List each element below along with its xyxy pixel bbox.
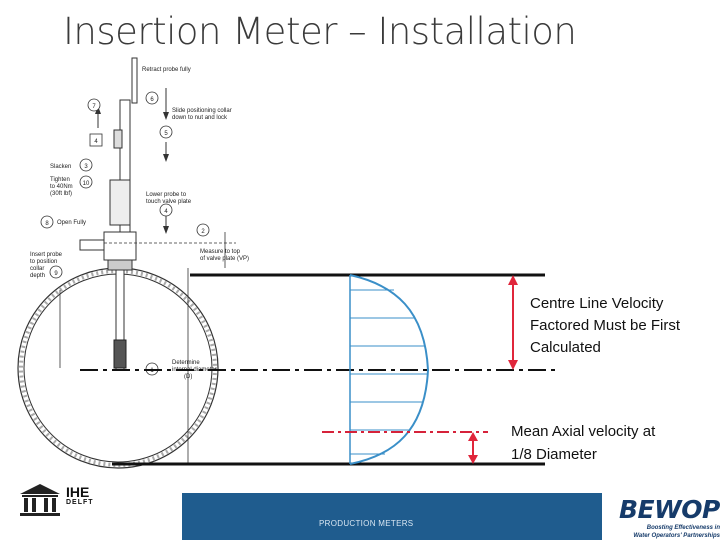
step-number: 7 bbox=[92, 104, 96, 110]
label-slide-collar: down to nut and lock bbox=[172, 115, 228, 121]
arrowhead-7 bbox=[95, 106, 101, 114]
step-number: 9 bbox=[54, 271, 58, 277]
ihe-logo-word: IHE bbox=[66, 484, 90, 500]
ihe-logo: IHE DELFT bbox=[14, 478, 124, 538]
pipe-drawing: 7 6 5 4 3 10 4 8 2 9 1 Retract probe ful… bbox=[17, 57, 249, 469]
ihe-logo-sub: DELFT bbox=[66, 499, 94, 506]
velocity-profile bbox=[349, 274, 430, 465]
label-open-fully: Open Fully bbox=[57, 220, 86, 226]
annotation-line: 1/8 Diameter bbox=[511, 446, 597, 463]
arrowhead-collar bbox=[163, 154, 169, 162]
step-marker bbox=[89, 133, 103, 147]
arrowhead-bottom bbox=[508, 360, 518, 370]
probe-top-rod bbox=[131, 57, 138, 104]
step-marker bbox=[159, 203, 173, 217]
unesco-temple-icon bbox=[20, 484, 60, 516]
mean-axial-annotation: Mean Axial velocity at 1/8 Diameter bbox=[511, 420, 655, 466]
label-retract: Retract probe fully bbox=[142, 67, 191, 73]
label-tighten: Tighten bbox=[50, 177, 70, 183]
label-tighten: to 40Nm bbox=[50, 184, 73, 190]
label-tighten: (30ft lbf) bbox=[50, 191, 72, 197]
step-number: 5 bbox=[164, 131, 168, 137]
step-number: 6 bbox=[150, 97, 154, 103]
step-marker bbox=[79, 158, 93, 172]
step-marker bbox=[49, 265, 63, 279]
step-number: 8 bbox=[45, 221, 49, 227]
label-insert-probe: depth bbox=[30, 273, 45, 279]
label-insert-probe: to position bbox=[30, 259, 57, 265]
step-marker bbox=[196, 223, 210, 237]
bewop-tagline: Boosting Effectiveness in Water Operator… bbox=[620, 524, 720, 540]
slide-title: Insertion Meter – Installation bbox=[63, 10, 577, 53]
bewop-tagline-line: Boosting Effectiveness in bbox=[646, 525, 720, 531]
step-marker bbox=[79, 175, 93, 189]
step-marker bbox=[87, 98, 101, 112]
label-determine: internal diameter bbox=[172, 367, 217, 373]
step-marker bbox=[145, 91, 159, 105]
label-measure: Measure to top bbox=[200, 249, 241, 255]
annotation-line: Mean Axial velocity at bbox=[511, 423, 656, 440]
label-slacken: Slacken bbox=[50, 164, 71, 170]
annotation-line: Centre Line Velocity bbox=[530, 295, 664, 312]
footer-bar: PRODUCTION METERS bbox=[182, 493, 602, 540]
label-lower-probe: Lower probe to bbox=[146, 192, 187, 198]
label-insert-probe: Insert probe bbox=[30, 252, 63, 258]
bewop-logo: BEWOP Boosting Effectiveness in Water Op… bbox=[612, 495, 720, 540]
annotation-line: Factored Must be First bbox=[530, 317, 681, 334]
step-marker bbox=[159, 125, 173, 139]
footer-text: PRODUCTION METERS bbox=[319, 519, 414, 528]
step-markers: 7 6 5 4 3 10 4 8 2 9 1 bbox=[40, 91, 210, 376]
centre-line-annotation: Centre Line Velocity Factored Must be Fi… bbox=[530, 293, 680, 359]
valve-body bbox=[103, 231, 137, 261]
step-number: 4 bbox=[164, 209, 168, 215]
step-marker bbox=[40, 215, 54, 229]
annotation-line: Calculated bbox=[530, 339, 601, 356]
probe-sensor-tip bbox=[113, 339, 127, 369]
bewop-tagline-line: Water Operators' Partnerships bbox=[633, 533, 720, 539]
arrowhead-5 bbox=[163, 112, 169, 120]
probe-collar bbox=[113, 129, 123, 149]
arrowhead-top bbox=[468, 432, 478, 441]
label-determine: (D) bbox=[184, 374, 192, 380]
step-number: 2 bbox=[201, 229, 205, 235]
arrowhead-4 bbox=[163, 226, 169, 234]
step-number: 4 bbox=[94, 139, 98, 145]
bewop-logo-word: BEWOP bbox=[619, 495, 720, 524]
arrowhead-bottom bbox=[468, 455, 478, 464]
drawing-labels: Retract probe fully Slide positioning co… bbox=[30, 67, 249, 380]
tapping-saddle bbox=[107, 259, 133, 271]
step-number: 10 bbox=[83, 181, 90, 187]
label-lower-probe: touch valve plate bbox=[146, 199, 192, 205]
arrowhead-top bbox=[508, 275, 518, 285]
label-slide-collar: Slide positioning collar bbox=[172, 108, 232, 114]
label-insert-probe: collar bbox=[30, 266, 44, 272]
label-measure: of valve plate (VP) bbox=[200, 256, 249, 262]
label-determine: Determine bbox=[172, 360, 200, 366]
valve-handle bbox=[79, 239, 105, 251]
profile-curve bbox=[349, 274, 430, 465]
probe-gland bbox=[109, 179, 131, 226]
step-number: 3 bbox=[84, 164, 88, 170]
